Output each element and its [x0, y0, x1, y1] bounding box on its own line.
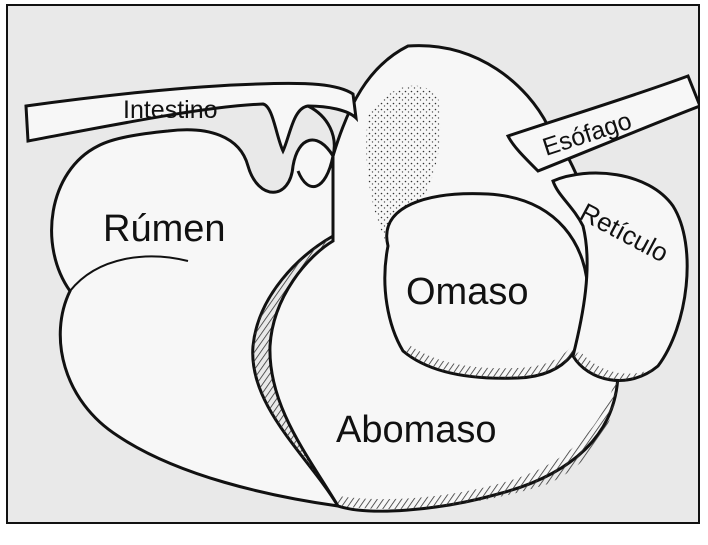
label-abomasum: Abomaso [336, 409, 497, 451]
ruminant-stomach-diagram: Intestino Esófago Rúmen Retículo Omaso A… [8, 6, 698, 522]
label-omasum: Omaso [406, 271, 528, 313]
label-rumen: Rúmen [103, 208, 226, 250]
diagram-frame: Intestino Esófago Rúmen Retículo Omaso A… [6, 4, 700, 524]
label-intestine: Intestino [123, 96, 218, 124]
